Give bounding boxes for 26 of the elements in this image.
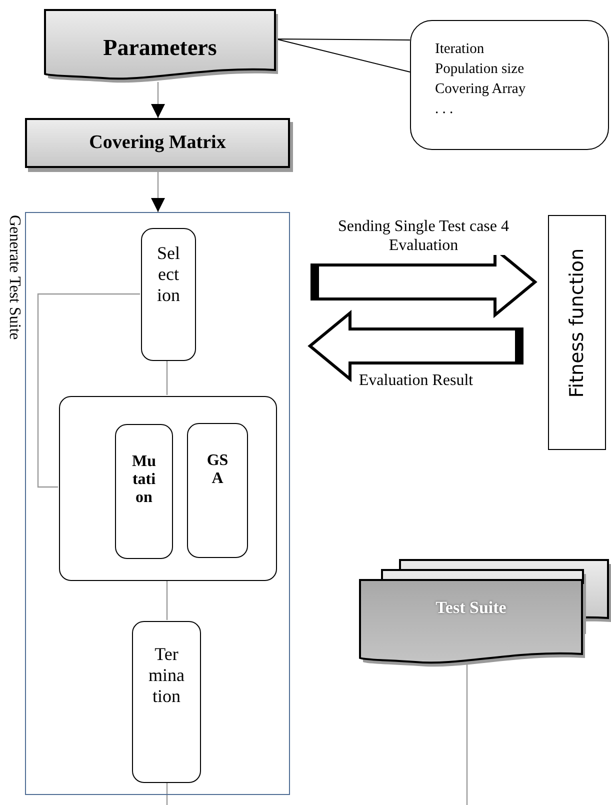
node-label: Population size: [435, 60, 526, 79]
node-label: Mutation: [131, 453, 157, 507]
node-label: Generate Test Suite: [5, 215, 23, 340]
process-box: [115, 424, 173, 559]
node-label: Parameters: [102, 35, 218, 61]
connector-line: [166, 782, 168, 805]
node-label: Termination: [148, 644, 185, 707]
callout-bubble: [410, 20, 609, 150]
connector-line: [166, 360, 168, 395]
node-label: Fitness function: [566, 248, 588, 398]
node-label: Covering Array: [435, 80, 527, 99]
process-box: [141, 228, 196, 361]
arrow: [151, 82, 165, 118]
node-label: Covering Matrix: [88, 132, 227, 154]
node-label: . . .: [435, 100, 454, 119]
node-label: Test Suite: [434, 598, 508, 618]
node-label: Selection: [156, 243, 180, 306]
process-box: [548, 215, 606, 450]
node-label: Iteration: [435, 40, 486, 59]
process-box: [187, 423, 248, 558]
node-label: GSA: [206, 452, 230, 488]
process-box: [132, 621, 201, 783]
connector-line: [166, 580, 168, 620]
connector-line: [37, 293, 140, 488]
process-box: [59, 396, 277, 581]
connector-line: [466, 663, 468, 805]
